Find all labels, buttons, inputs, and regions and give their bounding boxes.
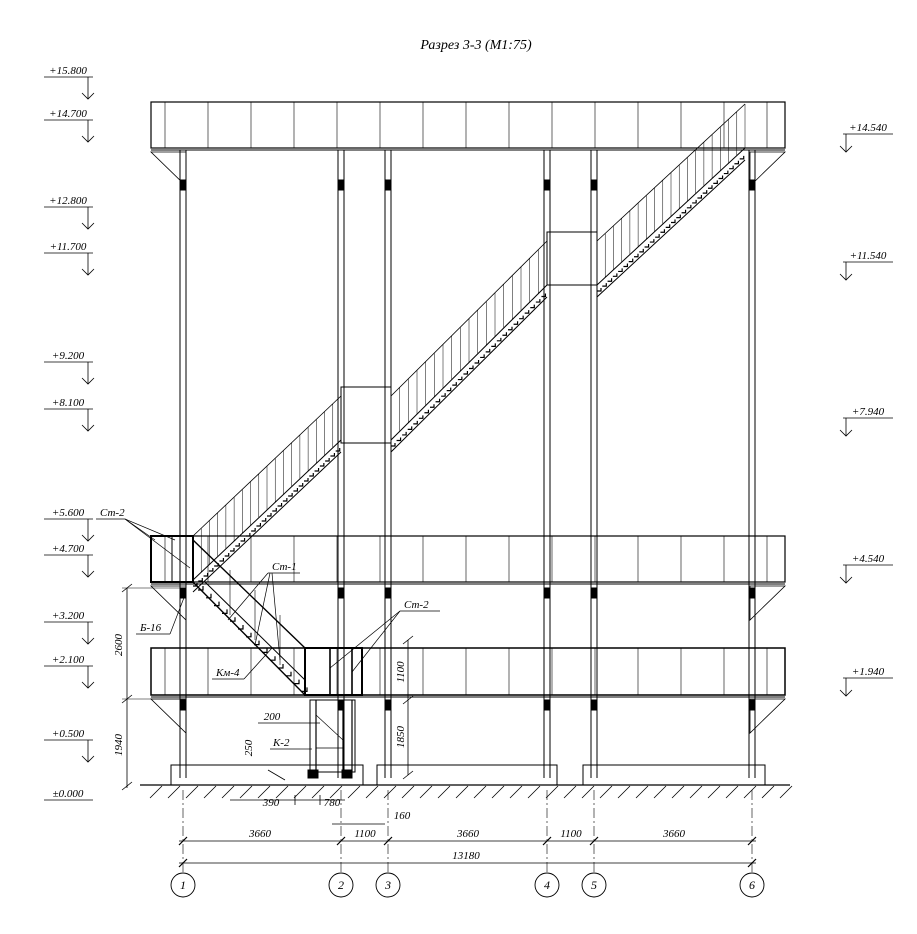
dim-overall: 13180 — [452, 850, 480, 862]
level-left-0: +15.800 — [49, 65, 87, 77]
axis-5-label: 5 — [591, 878, 597, 892]
callout-km4: Км-4 — [215, 667, 240, 679]
dim-780: 780 — [324, 797, 341, 809]
platform-lower — [150, 647, 786, 696]
drawing-title: Разрез 3-3 (М1:75) — [419, 38, 532, 53]
callouts: Ст-2 Ст-1 Ст-2 Б-16 Км-4 К-2 — [96, 507, 440, 750]
level-marks-right: +14.540 +11.540 +7.940 +4.540 +1.940 — [839, 122, 893, 697]
landing-8100 — [340, 386, 392, 444]
platforms — [150, 101, 786, 734]
dim-1100-b: 1100 — [560, 828, 582, 840]
callout-k2: К-2 — [272, 737, 290, 749]
dim-3660-a: 3660 — [248, 828, 272, 840]
dim-160: 160 — [394, 810, 411, 822]
level-right-4: +1.940 — [852, 666, 885, 678]
stair-flights — [150, 103, 746, 779]
callout-st2-mid: Ст-2 — [404, 599, 429, 611]
level-left-7: +4.700 — [52, 543, 85, 555]
axis-5-bubble — [581, 872, 607, 898]
callout-b16: Б-16 — [139, 622, 162, 634]
axis-3-bubble — [375, 872, 401, 898]
axis-1-bubble — [170, 872, 196, 898]
level-left-8: +3.200 — [52, 610, 85, 622]
frame-k2 — [309, 699, 356, 773]
axis-1-label: 1 — [180, 878, 186, 892]
dim-200: 200 — [264, 711, 281, 723]
axis-4-bubble — [534, 872, 560, 898]
callout-st2-top: Ст-2 — [100, 507, 125, 519]
detail-dimensions: 390 780 160 200 250 1850 1100 2600 1940 — [113, 583, 414, 825]
axis-6-label: 6 — [749, 878, 755, 892]
ground-line — [140, 784, 793, 799]
level-right-1: +11.540 — [850, 250, 887, 262]
dim-390: 390 — [262, 797, 280, 809]
level-left-3: +11.700 — [50, 241, 87, 253]
dim-1940: 1940 — [113, 734, 125, 757]
platform-top — [150, 101, 786, 149]
dim-1100-a: 1100 — [354, 828, 376, 840]
level-right-2: +7.940 — [852, 406, 885, 418]
axis-3-label: 3 — [384, 878, 391, 892]
level-left-4: +9.200 — [52, 350, 85, 362]
landing-11700 — [546, 231, 598, 286]
foundations — [170, 764, 766, 786]
dimension-chains — [178, 836, 757, 868]
axis-6-bubble — [739, 872, 765, 898]
columns — [179, 150, 756, 778]
level-marks-left: +15.800 +14.700 +12.800 +11.700 +9.200 +8.100… — [44, 65, 95, 801]
axis-4-label: 4 — [544, 878, 550, 892]
level-left-1: +14.700 — [49, 108, 87, 120]
level-left-9: +2.100 — [52, 654, 85, 666]
level-right-3: +4.540 — [852, 553, 885, 565]
level-left-2: +12.800 — [49, 195, 87, 207]
axis-2-label: 2 — [338, 878, 344, 892]
level-right-0: +14.540 — [849, 122, 887, 134]
dim-1850: 1850 — [395, 726, 407, 749]
axis-2-bubble — [328, 872, 354, 898]
stair-flight-lower — [192, 539, 306, 649]
level-left-11: ±0.000 — [53, 788, 84, 800]
platform-middle — [150, 535, 786, 583]
dim-3660-c: 3660 — [662, 828, 686, 840]
dim-250: 250 — [243, 739, 255, 756]
dim-3660-b: 3660 — [456, 828, 480, 840]
level-left-10: +0.500 — [52, 728, 85, 740]
level-left-5: +8.100 — [52, 397, 85, 409]
grid-axes: 1 2 3 4 5 6 — [170, 790, 765, 898]
dim-2600: 2600 — [113, 634, 125, 657]
landing-2100 — [304, 647, 363, 696]
dim-1100-v: 1100 — [395, 661, 407, 683]
callout-st1: Ст-1 — [272, 561, 297, 573]
level-left-6: +5.600 — [52, 507, 85, 519]
